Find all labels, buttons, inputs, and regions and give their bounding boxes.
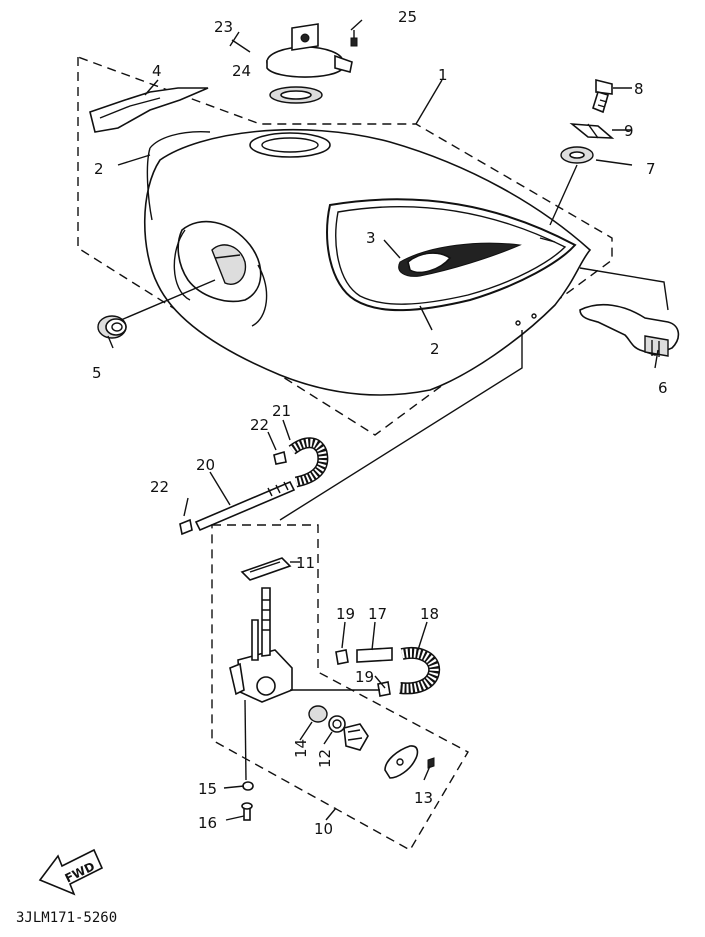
part-label-5: 5 (92, 364, 102, 382)
clip-19-upper (335, 649, 349, 665)
part-label-1: 1 (438, 66, 448, 84)
part-label-19: 19 (336, 605, 355, 623)
part-label-3: 3 (366, 229, 376, 247)
part-label-7: 7 (646, 160, 656, 178)
part-label-11: 11 (296, 554, 315, 572)
part-label-23: 23 (214, 18, 233, 36)
rear-bracket-6 (579, 303, 680, 357)
washer-7 (560, 146, 594, 164)
fuel-cock-group-boundary (211, 524, 469, 851)
part-label-21: 21 (272, 402, 291, 420)
part-label-9: 9 (624, 122, 634, 140)
screw-16 (241, 802, 253, 821)
o-ring-12 (328, 715, 346, 733)
leader-lines (107, 19, 669, 821)
part-label-4: 4 (152, 62, 162, 80)
fuel-tank (143, 128, 592, 396)
clip-22-lower (179, 518, 193, 536)
part-label-24: 24 (232, 62, 251, 80)
part-label-8: 8 (634, 80, 644, 98)
part-label-22: 22 (250, 416, 269, 434)
grommet-5 (97, 315, 127, 339)
fuel-hose-21 (288, 437, 329, 488)
part-label-18: 18 (420, 605, 439, 623)
part-label-20: 20 (196, 456, 215, 474)
part-label-13: 13 (414, 789, 433, 807)
part-label-22: 22 (150, 478, 169, 496)
gasket-24 (269, 86, 323, 104)
fuel-cap-23 (266, 23, 353, 78)
part-label-19: 19 (355, 668, 374, 686)
part-label-15: 15 (198, 780, 217, 798)
o-ring-11 (240, 557, 292, 581)
part-label-17: 17 (368, 605, 387, 623)
fuel-pipe-20 (194, 480, 296, 532)
screw-13 (427, 757, 435, 769)
emblem (398, 242, 522, 277)
damper-9 (569, 123, 615, 139)
plate-13 (384, 745, 419, 779)
washer-15 (242, 781, 254, 791)
part-label-25: 25 (398, 8, 417, 26)
vacuum-pipe-17 (356, 647, 393, 663)
part-labels: 1 2 2 3 4 5 6 7 8 9 10 11 12 13 14 15 16… (92, 8, 668, 838)
part-label-12: 12 (316, 749, 334, 768)
vacuum-hose-18 (399, 647, 441, 695)
tank-decal-4 (89, 87, 209, 133)
bolt-8 (592, 78, 613, 114)
part-label-10: 10 (314, 820, 333, 838)
part-label-2: 2 (430, 340, 440, 358)
part-label-14: 14 (292, 739, 310, 758)
fuel-tank-group-boundary (77, 55, 613, 436)
fuel-cock-10 (229, 587, 293, 703)
clip-22-upper (273, 450, 287, 465)
diagram-code: 3JLM171-5260 (16, 910, 117, 926)
clip-19-lower (377, 681, 391, 697)
part-label-6: 6 (658, 379, 668, 397)
screw-25 (350, 30, 358, 47)
part-label-16: 16 (198, 814, 217, 832)
gasket-14 (308, 705, 328, 723)
lever-knob (343, 723, 369, 751)
forward-direction-arrow: FWD (38, 848, 104, 896)
part-label-2: 2 (94, 160, 104, 178)
